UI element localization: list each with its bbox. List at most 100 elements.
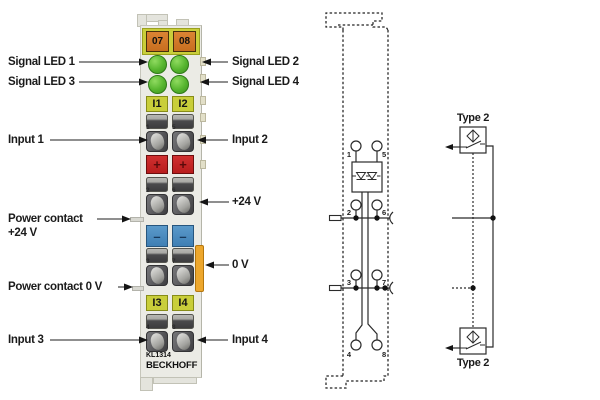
release-slot: [146, 314, 168, 329]
spring-clamp: [172, 194, 194, 215]
sensor-circuit: Type 2 Type 2: [445, 112, 496, 369]
orange-release-tab: [195, 245, 204, 292]
terminal-number: 8: [172, 324, 176, 331]
callout-input-3: Input 3: [8, 334, 44, 346]
tag-i3: I3: [146, 295, 168, 311]
terminal-point-number: 2: [347, 208, 351, 217]
terminal-point: [371, 199, 383, 211]
tag-label: I4: [178, 297, 188, 309]
k-bus-contact-07: 07: [146, 31, 169, 52]
callout-0v: 0 V: [232, 259, 249, 271]
signal-led-1: [148, 55, 167, 74]
callout-signal-led-4: Signal LED 4: [232, 76, 299, 88]
tag-i1: I1: [146, 96, 168, 112]
edge-tab: [200, 160, 206, 169]
minus-label: –: [153, 228, 161, 244]
terminal-point-number: 8: [382, 350, 386, 359]
edge-tab: [200, 57, 206, 66]
plus-label: +: [153, 157, 161, 172]
terminal-3: 3: [146, 248, 168, 286]
power-contact-blade-24v: [130, 217, 144, 222]
signal-led-3: [148, 75, 167, 94]
proximity-sensor-symbol-bottom: [445, 327, 487, 355]
terminal-point: [371, 339, 383, 351]
spring-clamp: [172, 131, 194, 152]
callout-power-contact-24v: Power contact +24 V: [8, 212, 83, 240]
terminal-point-number: 5: [382, 150, 386, 159]
callout-line: Power contact: [8, 213, 83, 225]
spring-clamp: [146, 131, 168, 152]
terminal-point: [371, 140, 383, 152]
edge-tab: [200, 74, 206, 83]
spring-clamp: [172, 265, 194, 286]
callout-signal-led-3: Signal LED 3: [8, 76, 75, 88]
terminal-number: 1: [146, 124, 150, 131]
signal-led-2: [170, 55, 189, 74]
tag-label: I2: [178, 98, 188, 110]
tag-i4: I4: [172, 295, 194, 311]
plus-plate: +: [146, 155, 168, 174]
terminal-number: 5: [172, 124, 176, 131]
terminal-point: [350, 269, 362, 281]
terminal-8: 8: [172, 314, 194, 352]
terminal-1: 1: [146, 114, 168, 152]
callout-line: +24 V: [8, 227, 37, 239]
terminal-point-number: 1: [347, 150, 351, 159]
edge-tab: [200, 96, 206, 105]
release-slot: [172, 248, 194, 263]
minus-label: –: [179, 228, 187, 244]
terminal-number: 4: [146, 324, 150, 331]
k-bus-label: 08: [178, 36, 191, 47]
model-label: KL1314: [146, 352, 171, 359]
terminal-point: [371, 269, 383, 281]
terminal-6: 6: [172, 177, 194, 215]
release-slot: [172, 177, 194, 192]
callout-power-contact-0v: Power contact 0 V: [8, 281, 102, 293]
terminal-point-number: 7: [382, 278, 386, 287]
callout-input-2: Input 2: [232, 134, 268, 146]
minus-plate: –: [172, 225, 194, 247]
terminal-point-number: 6: [382, 208, 386, 217]
spring-clamp: [146, 194, 168, 215]
bottom-foot: [140, 377, 153, 391]
terminal-contour: [325, 12, 389, 389]
edge-tab: [200, 113, 206, 122]
spring-clamp: [172, 331, 194, 352]
sensor-type-label-top: Type 2: [457, 112, 489, 124]
plus-plate: +: [172, 155, 194, 174]
terminal-point-number: 4: [347, 350, 352, 359]
release-slot: [172, 114, 194, 129]
brand-logo: BECKHOFF: [146, 360, 198, 371]
callout-input-1: Input 1: [8, 134, 44, 146]
plus-label: +: [179, 157, 187, 172]
release-slot: [146, 248, 168, 263]
tag-i2: I2: [172, 96, 194, 112]
bottom-shelf: [153, 377, 197, 384]
callout-input-4: Input 4: [232, 334, 268, 346]
tag-label: I3: [152, 297, 162, 309]
minus-plate: –: [146, 225, 168, 247]
terminal-number: 7: [172, 258, 176, 265]
callout-signal-led-1: Signal LED 1: [8, 56, 75, 68]
k-bus-contact-08: 08: [173, 31, 196, 52]
terminal-point: [350, 199, 362, 211]
terminal-2: 2: [146, 177, 168, 215]
edge-tab: [200, 135, 206, 144]
power-contact-blade-0v: [132, 286, 144, 291]
terminal-point: [350, 140, 362, 152]
input-led-symbols: [352, 172, 381, 180]
terminal-number: 3: [146, 258, 150, 265]
callout-signal-led-2: Signal LED 2: [232, 56, 299, 68]
terminal-point: [350, 339, 362, 351]
terminal-number: 6: [172, 187, 176, 194]
signal-led-4: [170, 75, 189, 94]
k-bus-label: 07: [151, 36, 164, 47]
terminal-7: 7: [172, 248, 194, 286]
spring-clamp: [146, 265, 168, 286]
terminal-number: 2: [146, 187, 150, 194]
release-slot: [146, 177, 168, 192]
callout-plus-24v: +24 V: [232, 196, 261, 208]
release-slot: [146, 114, 168, 129]
